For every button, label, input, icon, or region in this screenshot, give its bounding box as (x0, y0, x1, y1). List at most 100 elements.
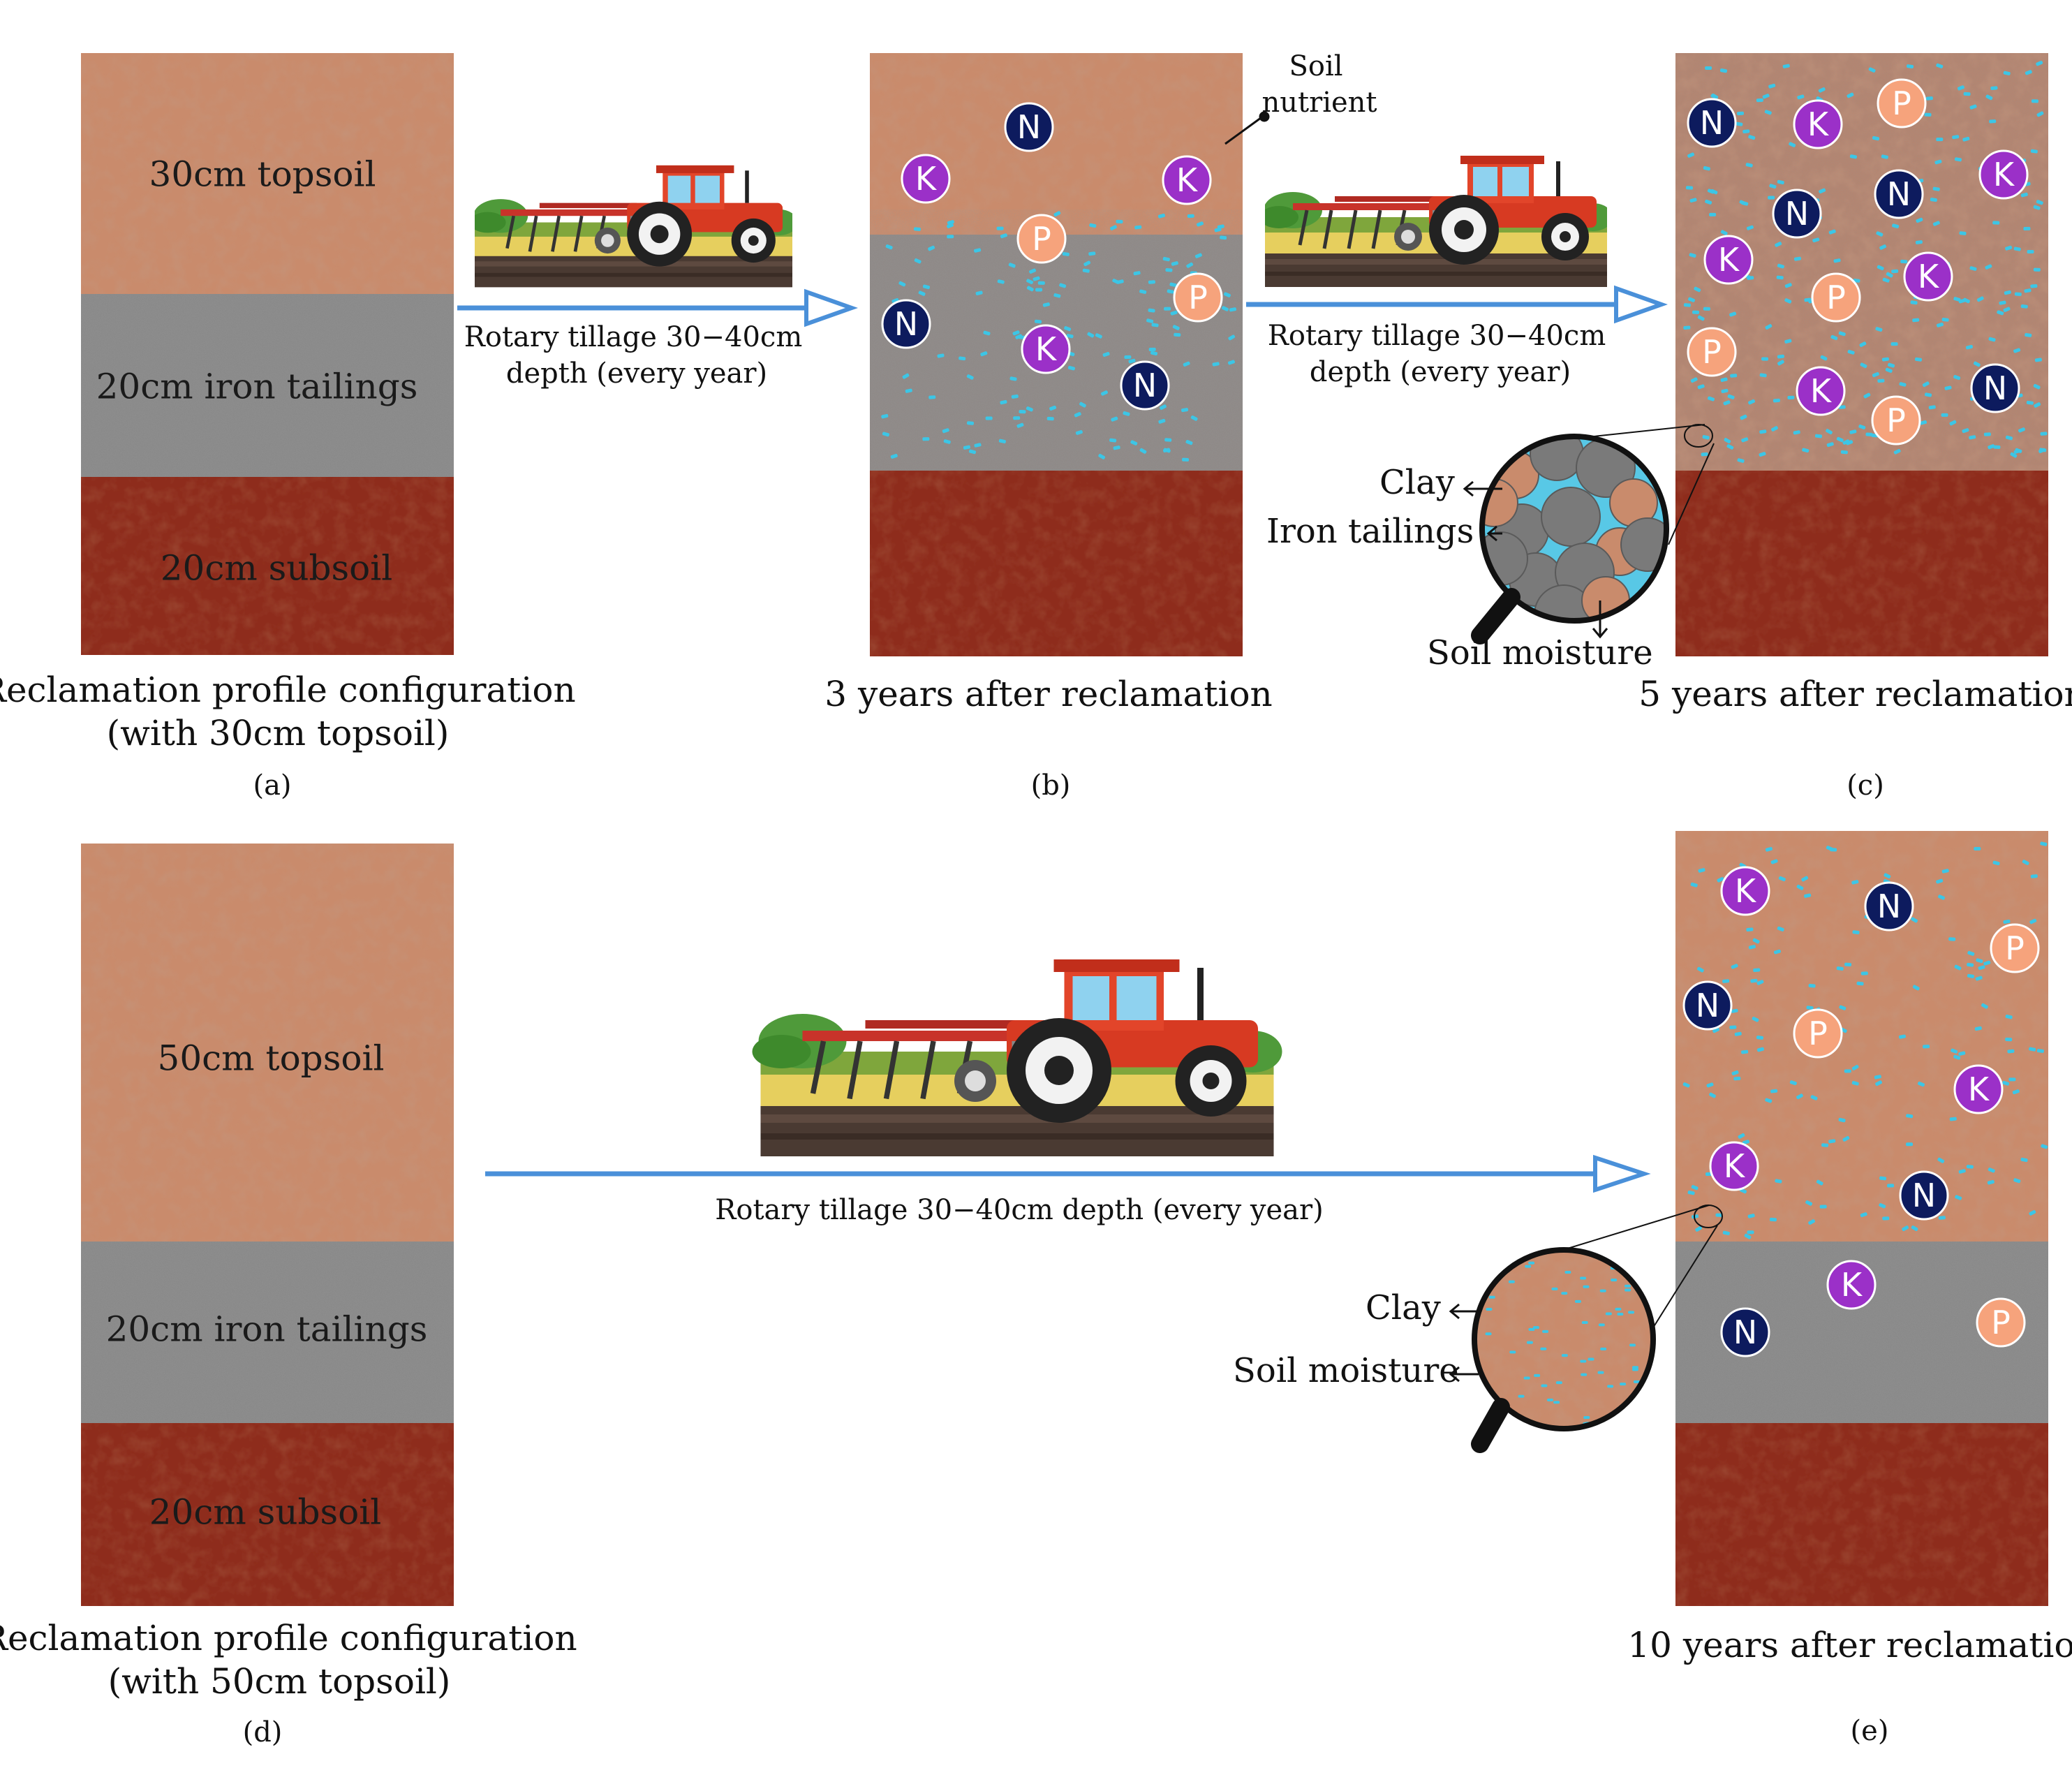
panel-letter-d: (d) (242, 1716, 283, 1748)
nutrient-badge-p: P (1687, 327, 1737, 377)
nutrient-badge-n: N (881, 299, 931, 349)
svg-text:N: N (1696, 987, 1719, 1024)
caption-d-line1: Reclamation profile configuration (0, 1618, 577, 1658)
svg-text:N: N (1017, 108, 1041, 146)
nutrient-badge-k: K (1796, 366, 1846, 416)
layer-label-a-topsoil: 30cm topsoil (149, 154, 376, 195)
nutrient-badge-k: K (901, 154, 951, 204)
svg-text:P: P (1991, 1304, 2011, 1341)
arrow-a-to-b (457, 288, 858, 327)
svg-text:N: N (1912, 1177, 1936, 1214)
caption-a-line1: Reclamation profile configuration (0, 670, 576, 710)
nutrient-badge-p: P (1990, 923, 2040, 973)
moisture-dots-b (881, 211, 1237, 462)
nutrient-badge-n: N (1899, 1170, 1949, 1221)
nutrient-badge-k: K (1978, 149, 2029, 200)
zoom-label-pointers (1224, 111, 1608, 1383)
arrow-label-ab-line1: Rotary tillage 30−40cm (464, 321, 803, 353)
arrow-d-to-e (485, 1154, 1651, 1193)
svg-text:N: N (894, 305, 918, 343)
zoom-e-label-clay: Clay (1366, 1288, 1441, 1327)
nutrient-badge-k: K (1703, 235, 1754, 285)
svg-text:K: K (1035, 330, 1058, 368)
tractor-icon-bc (1259, 156, 1613, 287)
nutrient-badge-n: N (1004, 102, 1054, 152)
caption-e: 10 years after reclamation (1627, 1625, 2072, 1665)
nutrient-badge-p: P (1173, 272, 1223, 323)
profile-d (81, 844, 454, 1606)
tractor-icon-ab (470, 165, 798, 288)
nutrient-badge-k: K (1709, 1141, 1759, 1191)
svg-text:K: K (1724, 1147, 1746, 1185)
profile-a (81, 53, 454, 655)
panel-letter-a: (a) (253, 769, 292, 802)
nutrient-badge-k: K (1720, 866, 1770, 916)
nutrient-badge-n: N (1772, 189, 1822, 239)
arrow-label-ab-line2: depth (every year) (505, 358, 768, 390)
nutrient-badge-n: N (1120, 360, 1170, 411)
layer-label-d-subsoil: 20cm subsoil (149, 1492, 382, 1533)
svg-text:K: K (1735, 872, 1757, 910)
panel-letter-e: (e) (1850, 1715, 1889, 1747)
svg-text:P: P (1808, 1015, 1828, 1052)
nutrient-badge-p: P (1811, 272, 1861, 323)
svg-text:P: P (1886, 402, 1906, 439)
nutrient-badge-p: P (1793, 1008, 1843, 1059)
zoom-lens-e (1471, 1205, 1723, 1453)
panel-letter-b: (b) (1030, 769, 1071, 802)
nutrient-badge-p: P (1877, 78, 1927, 128)
arrow-label-bc-line2: depth (every year) (1309, 356, 1571, 388)
svg-text:K: K (915, 160, 938, 198)
svg-text:N: N (1700, 104, 1724, 142)
nutrient-badge-n: N (1970, 363, 2020, 413)
svg-text:N: N (1785, 195, 1809, 233)
svg-text:K: K (1718, 241, 1740, 279)
layer-label-d-iron-tailings: 20cm iron tailings (105, 1309, 428, 1350)
nutrient-badge-k: K (1162, 155, 1212, 205)
svg-text:K: K (1807, 105, 1830, 143)
svg-text:N: N (1887, 175, 1911, 213)
svg-text:N: N (1133, 367, 1157, 404)
caption-a-line2: (with 30cm topsoil) (106, 713, 450, 753)
arrow-label-de: Rotary tillage 30−40cm depth (every year… (715, 1194, 1324, 1226)
svg-text:K: K (1810, 372, 1833, 410)
svg-text:K: K (1841, 1266, 1863, 1304)
svg-text:P: P (1188, 279, 1208, 316)
nutrient-badge-k: K (1826, 1260, 1877, 1310)
svg-text:N: N (1877, 888, 1901, 925)
nutrient-badge-k: K (1903, 251, 1953, 302)
arrow-b-to-c (1246, 285, 1668, 324)
nutrient-badge-k: K (1021, 324, 1071, 374)
zoom-lens-c (1471, 424, 1715, 645)
caption-b: 3 years after reclamation (824, 674, 1273, 714)
tractor-icon-de (753, 959, 1282, 1156)
zoom-c-label-iron-tailings: Iron tailings (1266, 512, 1474, 551)
profile-b (870, 53, 1243, 656)
nutrient-badge-n: N (1682, 980, 1733, 1031)
svg-text:P: P (2005, 929, 2025, 967)
layer-label-a-iron-tailings: 20cm iron tailings (96, 366, 418, 407)
nutrient-badge-p: P (1871, 395, 1921, 445)
zoom-c-label-soil-moisture: Soil moisture (1427, 633, 1653, 672)
zoom-c-label-clay: Clay (1379, 463, 1455, 502)
arrow-label-bc-line1: Rotary tillage 30−40cm (1267, 320, 1606, 352)
svg-text:K: K (1176, 161, 1199, 199)
nutrient-callout-line1: Soil (1289, 50, 1343, 82)
nutrient-badge-n: N (1874, 169, 1924, 219)
nutrient-badge-k: K (1793, 99, 1843, 149)
zoom-e-label-soil-moisture: Soil moisture (1233, 1351, 1459, 1390)
panel-letter-c: (c) (1847, 769, 1884, 802)
nutrient-callout-line2: nutrient (1261, 87, 1377, 119)
caption-d-line2: (with 50cm topsoil) (108, 1661, 451, 1702)
nutrient-badge-n: N (1687, 98, 1737, 148)
layer-label-d-topsoil: 50cm topsoil (157, 1038, 385, 1079)
svg-text:P: P (1032, 220, 1051, 258)
svg-text:P: P (1892, 84, 1911, 122)
nutrient-badge-n: N (1864, 881, 1914, 931)
svg-text:P: P (1826, 279, 1846, 316)
nutrient-badge-p: P (1976, 1297, 2026, 1348)
moisture-dots-e (1682, 841, 2048, 1239)
svg-text:N: N (1983, 369, 2007, 407)
svg-text:K: K (1968, 1070, 1990, 1108)
